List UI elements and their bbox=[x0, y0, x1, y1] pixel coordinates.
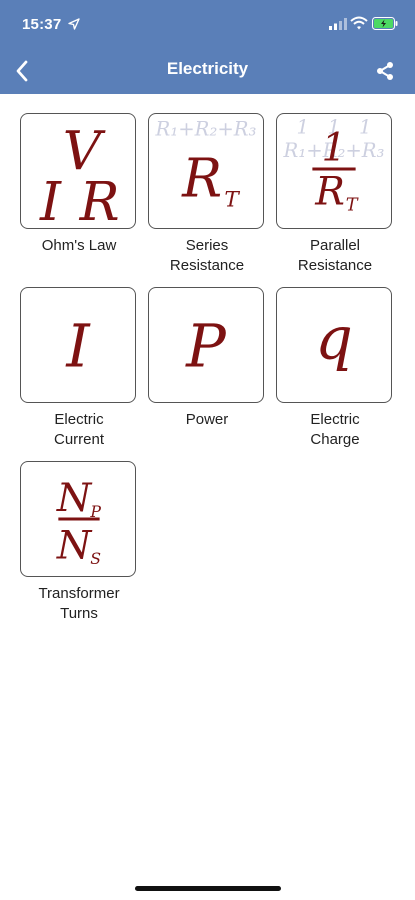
tile-label-line1: Electric bbox=[310, 411, 360, 428]
symbol-p: P bbox=[185, 312, 227, 381]
chevron-left-icon bbox=[16, 60, 28, 82]
tile-label-line2: Turns bbox=[60, 605, 98, 622]
symbol-i: I bbox=[65, 312, 91, 381]
tile-electric-charge-box[interactable]: q bbox=[276, 287, 392, 403]
tile-ohms-law-box[interactable]: V I R bbox=[20, 113, 136, 229]
tile-label-line1: Ohm's Law bbox=[41, 237, 117, 254]
parallel-resistance-icon: 1 1 1 R₁+R₂+R₃ 1 R T bbox=[283, 116, 385, 216]
tile-label: Power bbox=[148, 410, 266, 430]
symbol-r: R bbox=[314, 169, 345, 214]
subscript-p: P bbox=[89, 502, 101, 521]
ohms-law-icon: V I R bbox=[39, 120, 120, 228]
tile-label: Transformer Turns bbox=[20, 584, 138, 624]
symbol-n-primary: N bbox=[56, 476, 93, 521]
page-title: Electricity bbox=[166, 59, 249, 78]
subscript-t: T bbox=[346, 195, 359, 215]
symbol-one: 1 bbox=[321, 126, 346, 171]
symbol-r: R bbox=[181, 148, 222, 210]
home-indicator[interactable] bbox=[135, 886, 281, 891]
status-time: 15:37 bbox=[22, 16, 62, 33]
subscript-s: S bbox=[90, 549, 101, 568]
tile-power[interactable]: P Power bbox=[148, 287, 268, 430]
tile-label-line2: Resistance bbox=[169, 257, 245, 274]
tile-series-resistance-box[interactable]: R₁+R₂+R₃ R T bbox=[148, 113, 264, 229]
electric-current-icon: I bbox=[65, 312, 91, 381]
transformer-turns-icon: N P N S bbox=[56, 476, 102, 568]
tile-label-line1: Power bbox=[185, 411, 229, 428]
symbol-r: R bbox=[79, 171, 120, 228]
symbol-i: I bbox=[39, 171, 62, 228]
symbol-q: q bbox=[315, 304, 353, 373]
tile-transformer-turns-box[interactable]: N P N S bbox=[20, 461, 136, 577]
tile-electric-charge[interactable]: q Electric Charge bbox=[276, 287, 396, 450]
tile-series-resistance[interactable]: R₁+R₂+R₃ R T Series Resistance bbox=[148, 113, 268, 276]
tile-parallel-resistance[interactable]: 1 1 1 R₁+R₂+R₃ 1 R T Parallel Resistance bbox=[276, 113, 396, 276]
tile-label: Parallel Resistance bbox=[276, 236, 394, 276]
tile-ohms-law[interactable]: V I R Ohm's Law bbox=[20, 113, 140, 256]
tile-label-line2: Charge bbox=[310, 431, 360, 448]
ghost-parallel-top: 1 1 1 bbox=[297, 116, 372, 139]
tile-electric-current-box[interactable]: I bbox=[20, 287, 136, 403]
ghost-series-formula: R₁+R₂+R₃ bbox=[155, 118, 257, 141]
tile-label-line1: Parallel bbox=[309, 237, 361, 254]
tile-label: Electric Charge bbox=[276, 410, 394, 450]
series-resistance-icon: R₁+R₂+R₃ R T bbox=[155, 118, 257, 213]
tile-label: Electric Current bbox=[20, 410, 138, 450]
share-button[interactable] bbox=[372, 58, 398, 84]
location-arrow-icon bbox=[68, 18, 80, 30]
symbol-v: V bbox=[63, 120, 106, 182]
tile-label-line1: Transformer bbox=[38, 585, 120, 602]
back-button[interactable] bbox=[8, 56, 36, 86]
app-header: 15:37 Electricity bbox=[0, 0, 415, 94]
tile-label: Ohm's Law bbox=[20, 236, 138, 256]
tile-label-line2: Resistance bbox=[297, 257, 373, 274]
tile-label-line1: Series bbox=[185, 237, 229, 254]
subscript-t: T bbox=[224, 187, 240, 212]
electric-charge-icon: q bbox=[315, 304, 353, 373]
symbol-n-secondary: N bbox=[56, 523, 93, 568]
tile-electric-current[interactable]: I Electric Current bbox=[20, 287, 140, 450]
power-icon: P bbox=[185, 312, 227, 381]
tile-power-box[interactable]: P bbox=[148, 287, 264, 403]
tile-label: Series Resistance bbox=[148, 236, 266, 276]
signal-icon bbox=[329, 18, 347, 30]
tile-label-line2: Current bbox=[53, 431, 105, 448]
tile-parallel-resistance-box[interactable]: 1 1 1 R₁+R₂+R₃ 1 R T bbox=[276, 113, 392, 229]
wifi-icon bbox=[350, 16, 368, 30]
ghost-parallel-bottom: R₁+R₂+R₃ bbox=[283, 139, 385, 162]
share-icon bbox=[377, 62, 393, 80]
battery-icon bbox=[372, 17, 398, 30]
tile-label-line1: Electric bbox=[54, 411, 104, 428]
tile-transformer-turns[interactable]: N P N S Transformer Turns bbox=[20, 461, 140, 624]
